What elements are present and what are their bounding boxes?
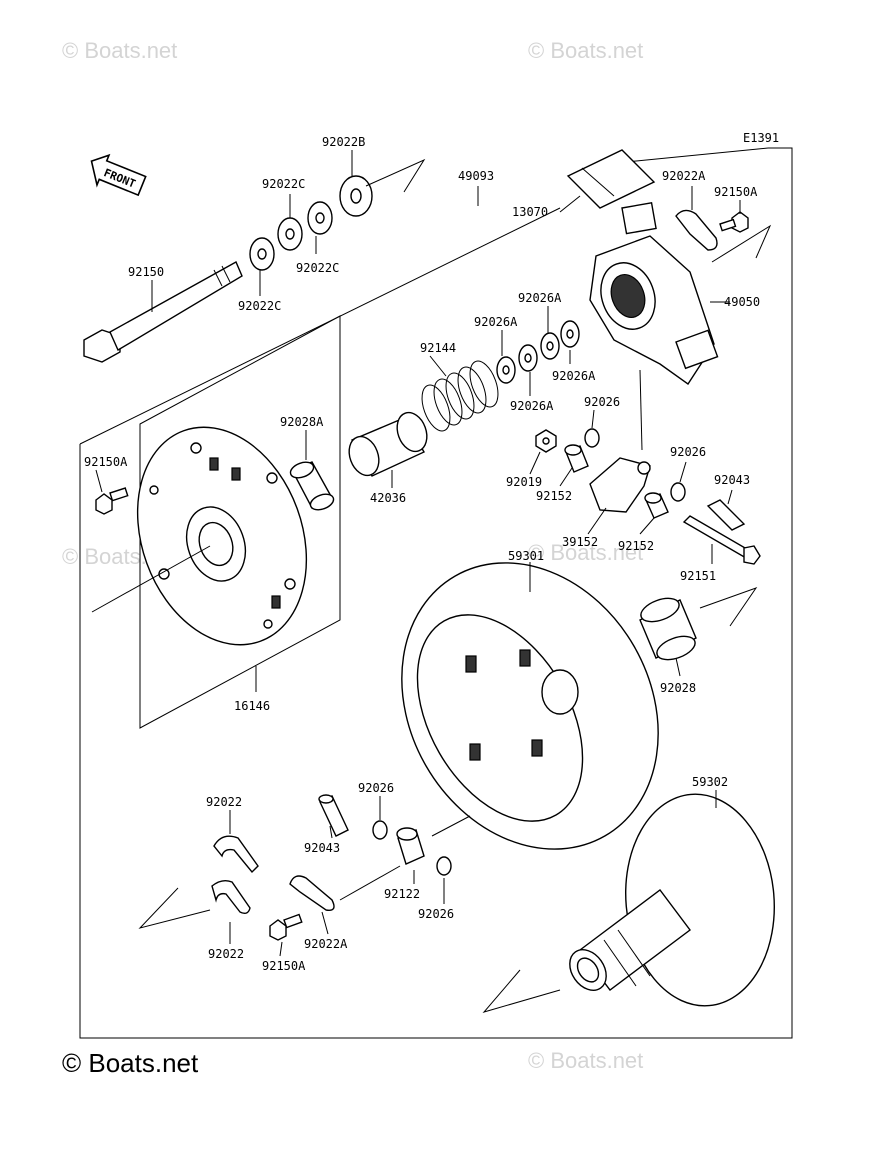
- housing-59301: [401, 562, 659, 850]
- washer-92026-b: [670, 482, 686, 502]
- washers-92022: [249, 175, 373, 271]
- retainer-92022-bottom: [211, 879, 251, 915]
- label-92019: 92019: [506, 475, 542, 489]
- spider-49050: [589, 201, 719, 385]
- label-92151: 92151: [680, 569, 716, 583]
- part-labels: 92022B 92022C 92022C 92022C 49093 13070 …: [84, 135, 760, 973]
- label-59301: 59301: [508, 549, 544, 563]
- watermark-bottom-main: © Boats.net: [62, 1048, 199, 1078]
- label-92028: 92028: [660, 681, 696, 695]
- shoe-13070: [566, 149, 656, 209]
- watermark-top-right: © Boats.net: [528, 38, 643, 63]
- label-92022B: 92022B: [322, 135, 365, 149]
- roller-92152-b: [644, 492, 669, 519]
- label-92022C-a: 92022C: [262, 177, 305, 191]
- washer-92026-d: [436, 856, 452, 876]
- bushing-92122: [396, 827, 425, 865]
- bolt-92150A-bottom: [269, 913, 303, 941]
- bolt-92150: [83, 261, 243, 363]
- label-92028A: 92028A: [280, 415, 324, 429]
- label-92152-b: 92152: [618, 539, 654, 553]
- label-59302: 59302: [692, 775, 728, 789]
- label-92150A-top: 92150A: [714, 185, 758, 199]
- label-92043-bottom: 92043: [304, 841, 340, 855]
- label-92026A-b: 92026A: [474, 315, 518, 329]
- label-92150A-left: 92150A: [84, 455, 128, 469]
- sleeve-42036: [348, 411, 428, 477]
- assembly-frame: [79, 147, 793, 1039]
- label-92026A-a: 92026A: [518, 291, 562, 305]
- label-92022C-b: 92022C: [296, 261, 339, 275]
- spring-92144: [421, 360, 499, 432]
- label-92026A-d: 92026A: [510, 399, 554, 413]
- bolt-92150A-top: [719, 211, 749, 233]
- washers-92026A: [496, 320, 580, 384]
- diagram-code: E1391: [743, 131, 779, 145]
- washer-92026-c: [372, 820, 388, 840]
- label-39152: 39152: [562, 535, 598, 549]
- bolt-92150A-left: [95, 487, 129, 515]
- label-49050: 49050: [724, 295, 760, 309]
- cover-plate-16146: [91, 315, 341, 729]
- watermark-bottom-right: © Boats.net: [528, 1048, 643, 1073]
- label-92026A-c: 92026A: [552, 369, 596, 383]
- plate-92022A-top: [675, 209, 718, 251]
- label-13070: 13070: [512, 205, 548, 219]
- label-92150A-bottom: 92150A: [262, 959, 306, 973]
- washer-92026-a: [584, 428, 600, 448]
- label-92026-c: 92026: [358, 781, 394, 795]
- label-42036: 42036: [370, 491, 406, 505]
- weight-39152: [589, 457, 651, 513]
- label-16146: 16146: [234, 699, 270, 713]
- watermark-top-left: © Boats.net: [62, 38, 177, 63]
- bolt-92151: [682, 515, 761, 565]
- roller-92152-a: [564, 444, 589, 473]
- label-92022A-bottom: 92022A: [304, 937, 348, 951]
- watermark-mid-right: © Boats.net: [528, 540, 643, 565]
- label-92026-d: 92026: [418, 907, 454, 921]
- label-92122: 92122: [384, 887, 420, 901]
- label-92043-top: 92043: [714, 473, 750, 487]
- nut-92019: [535, 429, 557, 453]
- label-92026-a: 92026: [584, 395, 620, 409]
- bushing-92028A: [289, 461, 335, 511]
- pin-92043-top: [706, 499, 746, 531]
- label-92150: 92150: [128, 265, 164, 279]
- leader-lines: [95, 150, 772, 1013]
- label-92022C-c: 92022C: [238, 299, 281, 313]
- label-92026-b: 92026: [670, 445, 706, 459]
- label-92144: 92144: [420, 341, 456, 355]
- front-arrow-icon: FRONT: [90, 153, 147, 197]
- label-92022-top: 92022: [206, 795, 242, 809]
- bushing-92028: [639, 597, 697, 661]
- label-92022-bottom: 92022: [208, 947, 244, 961]
- retainer-92022-top: [213, 835, 259, 874]
- sheave-59302: [569, 793, 775, 1007]
- plate-92022A-bottom: [289, 875, 335, 911]
- pin-92043-bottom: [318, 794, 349, 837]
- label-92152-a: 92152: [536, 489, 572, 503]
- label-49093: 49093: [458, 169, 494, 183]
- label-92022A-top: 92022A: [662, 169, 706, 183]
